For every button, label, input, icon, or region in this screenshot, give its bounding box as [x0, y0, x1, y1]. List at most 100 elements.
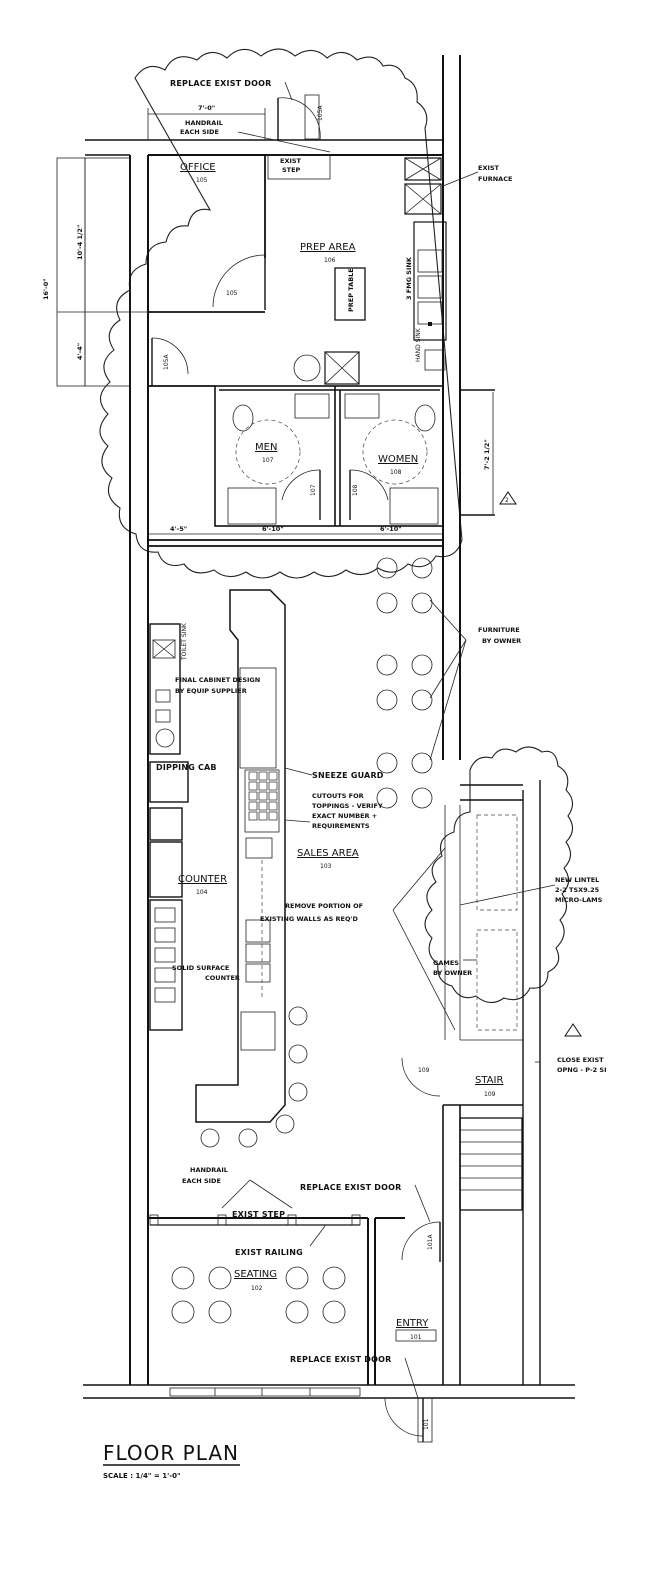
label-exist-furnace: EXIST	[478, 164, 500, 172]
svg-text:7'-0": 7'-0"	[198, 104, 215, 112]
svg-text:4'-5": 4'-5"	[170, 525, 187, 533]
label-remove-1: REMOVE PORTION OF	[285, 902, 363, 910]
interior-walls-top	[148, 155, 444, 547]
label-cutouts-1: CUTOUTS FOR	[312, 792, 364, 800]
label-games-2: BY OWNER	[433, 969, 472, 977]
top-dimension: 7'-0"	[147, 104, 266, 140]
label-toilet-sink: TOILET SINK	[181, 622, 188, 661]
label-final-cabinet-1: FINAL CABINET DESIGN	[175, 676, 260, 684]
room-number-men: 107	[262, 457, 274, 464]
label-handrail-top: HANDRAIL	[185, 119, 223, 127]
room-name-prep: PREP AREA	[300, 242, 356, 253]
label-handrail-bottom-2: EACH SIDE	[182, 1177, 221, 1185]
door-tag-107: 107	[310, 484, 317, 496]
label-replace-exist-door-bottom: REPLACE EXIST DOOR	[290, 1355, 392, 1364]
room-number-office: 105	[196, 177, 208, 184]
room-name-counter: COUNTER	[178, 874, 227, 885]
svg-text:6'-10": 6'-10"	[380, 525, 402, 533]
label-exist-step-top-2: STEP	[282, 166, 301, 174]
label-exist-step-top: EXIST	[280, 157, 302, 165]
label-handrail-bottom-1: HANDRAIL	[190, 1166, 228, 1174]
label-hand-sink: HAND SINK	[415, 327, 422, 362]
door-tag-105a: 105A	[163, 354, 170, 370]
door-tag: 105A	[317, 105, 324, 121]
hand-sink	[424, 349, 446, 371]
exist-step-top	[267, 154, 331, 180]
door-tag-101a: 101A	[427, 1234, 434, 1250]
room-name-sales: SALES AREA	[297, 848, 359, 859]
drawing-title: FLOOR PLAN	[103, 1441, 239, 1465]
seating-tables	[171, 1266, 346, 1324]
revision-cloud-games	[424, 746, 574, 1004]
room-name-seating: SEATING	[234, 1269, 277, 1280]
label-replace-exist-door-top: REPLACE EXIST DOOR	[170, 79, 272, 88]
equipment-box	[324, 351, 360, 385]
svg-text:2: 2	[505, 497, 509, 504]
furnace	[404, 157, 442, 215]
label-exist-furnace-2: FURNACE	[478, 175, 512, 183]
room-number-stair: 109	[484, 1091, 496, 1098]
drawing-scale: SCALE : 1/4" = 1'-0"	[103, 1472, 181, 1480]
games-area	[444, 805, 523, 1041]
door-tag-101: 101	[423, 1418, 430, 1430]
label-remove-2: EXISTING WALLS AS REQ'D	[260, 915, 359, 923]
door-tag-108: 108	[352, 484, 359, 496]
dim-left-total: 16'-0"	[42, 278, 50, 300]
stair	[401, 1023, 582, 1211]
room-name-women: WOMEN	[378, 454, 418, 465]
back-counter	[149, 623, 189, 1031]
room-number-box-entry	[395, 1329, 437, 1342]
dim-left-a: 10'-4 1/2"	[76, 225, 84, 260]
restroom-fixtures	[227, 393, 439, 525]
svg-text:6'-10": 6'-10"	[262, 525, 284, 533]
room-number-sales: 103	[320, 863, 332, 870]
label-furniture-2: BY OWNER	[482, 637, 521, 645]
door-105a-swing	[151, 337, 189, 375]
label-sinks: 3 FMG SINK	[405, 256, 413, 300]
water-heater	[293, 354, 321, 382]
label-cutouts-4: REQUIREMENTS	[312, 822, 370, 830]
room-number-seating: 102	[251, 1285, 263, 1292]
top-entry-door: 105A	[277, 94, 324, 141]
svg-text:7'-2 1/2": 7'-2 1/2"	[483, 439, 491, 470]
door-tag-109: 109	[418, 1067, 430, 1074]
three-comp-sink	[413, 221, 447, 341]
room-name-entry: ENTRY	[396, 1318, 429, 1329]
label-new-lintel-3: MICRO-LAMS	[555, 896, 603, 904]
revision-cloud-top	[99, 48, 463, 579]
label-solid-surface-2: COUNTER	[205, 974, 240, 982]
prep-table	[334, 267, 366, 321]
door-tag-105: 105	[226, 290, 238, 297]
label-replace-exist-door-mid: REPLACE EXIST DOOR	[300, 1183, 402, 1192]
label-sneeze-guard: SNEEZE GUARD	[312, 771, 384, 780]
bottom-dimensions: 4'-5" 6'-10" 6'-10"	[148, 525, 443, 535]
room-name-men: MEN	[255, 442, 277, 453]
label-exist-step-bottom: EXIST STEP	[232, 1210, 285, 1219]
label-close-exist-2: OPNG - P-2 SI	[557, 1066, 607, 1074]
leader-lines	[221, 81, 556, 1399]
label-handrail-top-2: EACH SIDE	[180, 128, 219, 136]
office-door-swing	[212, 254, 266, 308]
label-new-lintel-2: 2-2 TSX9.25	[555, 886, 600, 894]
label-final-cabinet-2: BY EQUIP SUPPLIER	[175, 687, 247, 695]
label-games-1: GAMES	[433, 959, 459, 967]
room-number-counter: 104	[196, 889, 208, 896]
seating-entry-walls	[148, 1214, 441, 1397]
svg-text:PREP TABLE: PREP TABLE	[347, 268, 355, 312]
label-cutouts-2: TOPPINGS - VERIFY	[312, 802, 383, 810]
entry-door	[384, 1397, 433, 1443]
service-counter	[195, 589, 286, 1123]
room-name-office: OFFICE	[180, 162, 216, 173]
sales-tables	[376, 557, 433, 809]
left-dimension-block	[56, 157, 148, 387]
room-number-women: 108	[390, 469, 402, 476]
room-name-stair: STAIR	[475, 1075, 503, 1086]
right-dimension: 7'-2 1/2" 2	[483, 392, 517, 514]
label-close-exist-1: CLOSE EXIST	[557, 1056, 604, 1064]
label-cutouts-3: EXACT NUMBER +	[312, 812, 377, 820]
bar-stools	[200, 1006, 308, 1148]
label-new-lintel-1: NEW LINTEL	[555, 876, 599, 884]
label-furniture-1: FURNITURE	[478, 626, 520, 634]
room-number-prep: 106	[324, 257, 336, 264]
